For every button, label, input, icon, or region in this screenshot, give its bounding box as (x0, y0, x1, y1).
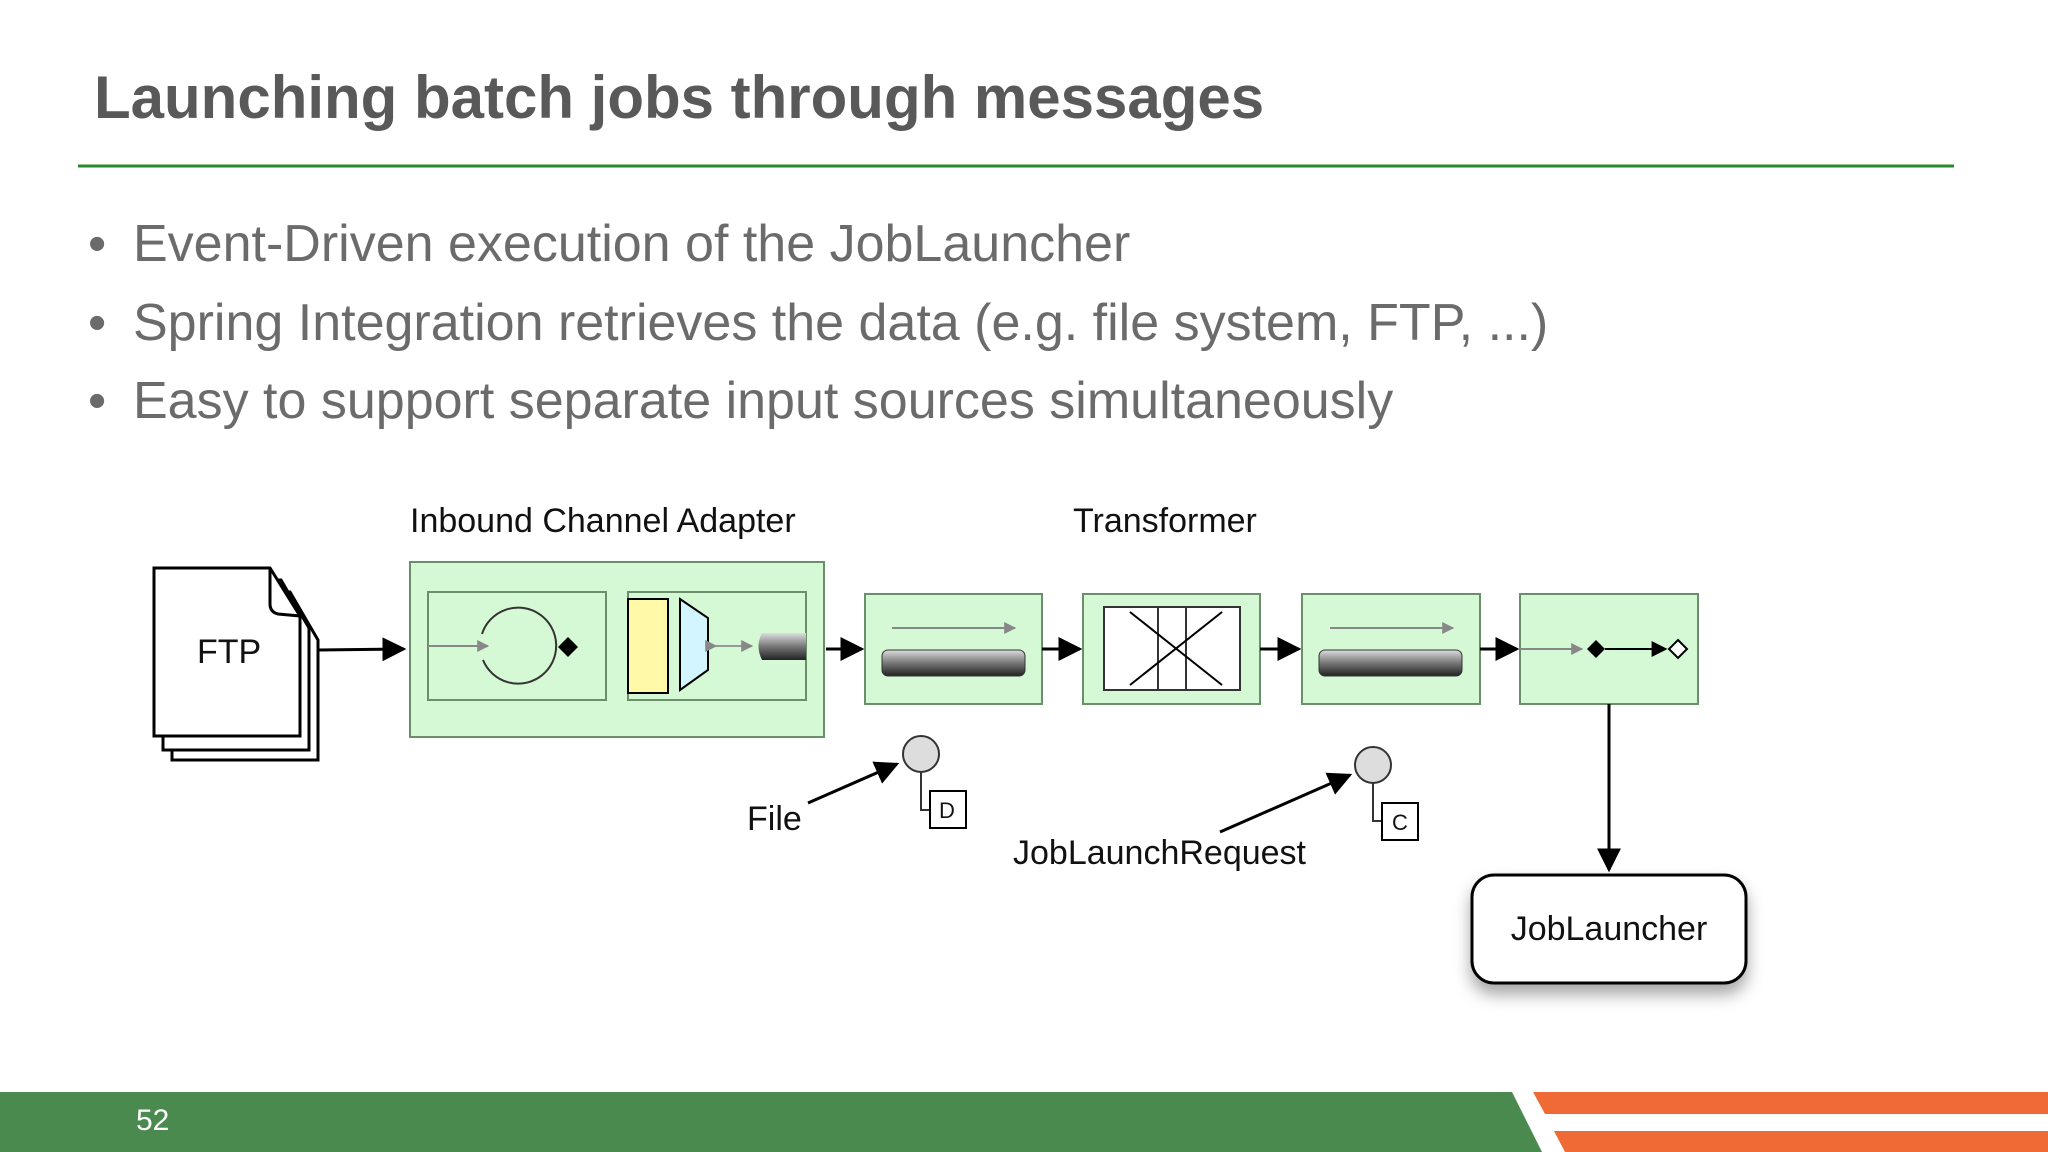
slide-title: Launching batch jobs through messages (94, 64, 1264, 131)
request-message-label: JobLaunchRequest (1013, 834, 1307, 872)
footer-band: 52 (0, 1092, 2048, 1152)
bullet-marker: • (88, 215, 106, 273)
integration-diagram: FTP Inbound Channel Adapter Transformer (152, 502, 1748, 985)
file-message-label: File (747, 800, 802, 838)
request-message-tag: C (1392, 810, 1408, 835)
job-launcher-label: JobLauncher (1511, 910, 1708, 948)
bullet-marker: • (88, 372, 106, 430)
page-number: 52 (136, 1104, 169, 1137)
bullet-list: • Event-Driven execution of the JobLaunc… (88, 215, 1548, 430)
job-launcher-node (1470, 873, 1748, 985)
flow-arrow (318, 637, 407, 662)
bullet-item: Event-Driven execution of the JobLaunche… (133, 215, 1130, 273)
file-message-tag: D (939, 798, 955, 823)
ftp-label: FTP (197, 633, 261, 671)
bullet-item: Spring Integration retrieves the data (e… (133, 294, 1548, 352)
bullet-item: Easy to support separate input sources s… (133, 372, 1393, 430)
message-icon (902, 735, 940, 773)
bullet-marker: • (88, 294, 106, 352)
message-icon (1354, 746, 1392, 784)
message-channel-2 (1301, 593, 1481, 705)
transformer-label: Transformer (1073, 502, 1257, 540)
adapter-label: Inbound Channel Adapter (410, 502, 796, 540)
ftp-document-stack-icon (152, 566, 320, 762)
message-channel-1 (864, 593, 1043, 705)
